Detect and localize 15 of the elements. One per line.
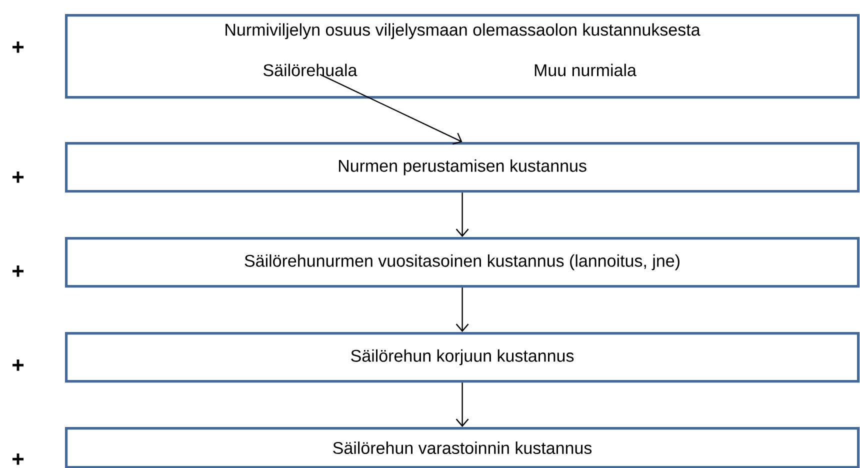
process-box: Säilörehun varastoinnin kustannus [65, 427, 860, 468]
sub-label: Säilörehuala [264, 64, 358, 76]
process-box: Säilörehunurmen vuositasoinen kustannus (lannoitus, jne) [65, 237, 860, 288]
plus-sign: + [12, 360, 24, 371]
arrow [456, 382, 469, 427]
plus-sign: + [12, 454, 24, 465]
process-box: Säilörehun korjuun kustannus [65, 332, 860, 383]
plus-sign: + [12, 172, 24, 183]
arrow [320, 74, 462, 145]
arrow [456, 192, 469, 237]
plus-sign: + [12, 42, 24, 53]
sub-label: Muu nurmiala [534, 64, 636, 76]
plus-sign: + [12, 266, 24, 277]
arrow [456, 288, 469, 332]
process-box: Nurmen perustamisen kustannus [65, 142, 860, 193]
